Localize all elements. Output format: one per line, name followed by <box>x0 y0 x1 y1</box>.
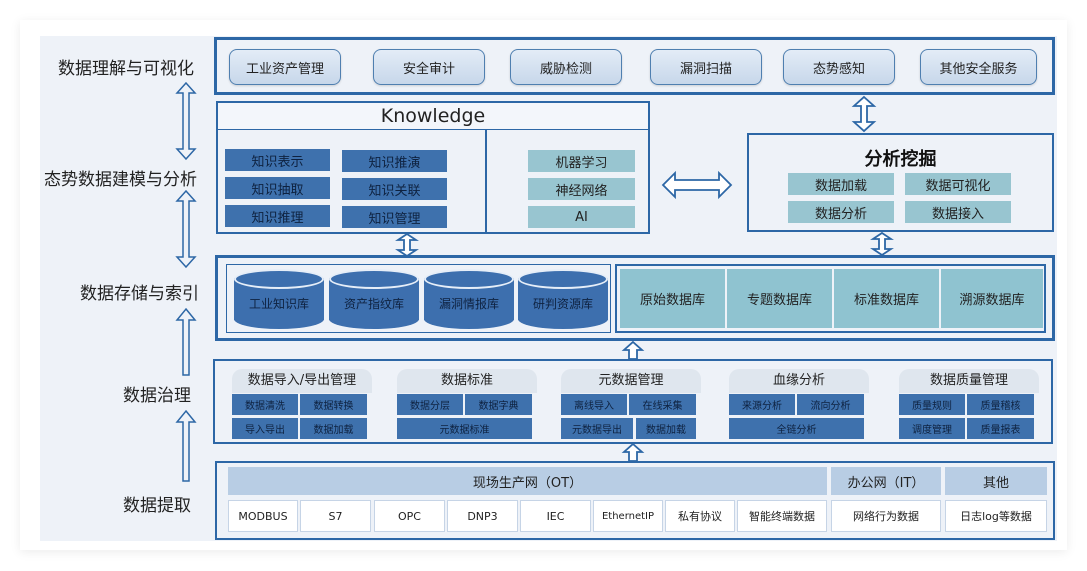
knowledge-item: 知识关联 <box>342 178 447 200</box>
mining-item: 数据可视化 <box>905 173 1011 195</box>
database-cylinder: 工业知识库 <box>234 269 324 329</box>
knowledge-item: 知识表示 <box>225 149 330 171</box>
double-arrow-icon <box>870 231 894 257</box>
databases-group: 原始数据库 专题数据库 标准数据库 溯源数据库 <box>615 264 1046 333</box>
governance-item: 导入导出 <box>232 418 298 439</box>
ai-item: 神经网络 <box>528 178 635 200</box>
governance-item: 质量报表 <box>967 418 1034 439</box>
service-vuln-scan[interactable]: 漏洞扫描 <box>650 49 762 85</box>
ai-item: 机器学习 <box>528 150 635 172</box>
governance-item: 质量规则 <box>899 394 965 415</box>
knowledge-item: 知识抽取 <box>225 177 330 199</box>
ai-item: AI <box>528 206 635 228</box>
governance-group-title: 血缘分析 <box>729 369 869 393</box>
other-network-header: 其他 <box>945 467 1047 495</box>
service-situation-awareness[interactable]: 态势感知 <box>783 49 895 85</box>
up-arrow-icon <box>621 442 645 462</box>
service-security-audit[interactable]: 安全审计 <box>373 49 485 85</box>
protocol-item: DNP3 <box>447 500 518 532</box>
analysis-mining-box: 分析挖掘 数据加载 数据可视化 数据分析 数据接入 <box>747 133 1054 232</box>
layer-label-modeling: 态势数据建模与分析 <box>44 170 197 190</box>
cylinder-label: 漏洞情报库 <box>438 297 499 311</box>
double-arrow-icon <box>175 189 197 269</box>
it-item: 网络行为数据 <box>831 500 941 532</box>
protocol-item: 私有协议 <box>665 500 735 532</box>
governance-group: 数据导入/导出管理 数据清洗 数据转换 导入导出 数据加载 <box>232 369 372 441</box>
governance-item: 流向分析 <box>797 394 864 415</box>
other-item: 日志log等数据 <box>945 500 1047 532</box>
cylinder-label: 资产指纹库 <box>343 297 404 311</box>
double-arrow-icon <box>395 232 419 258</box>
protocol-item: IEC <box>520 500 591 532</box>
service-other[interactable]: 其他安全服务 <box>920 49 1037 85</box>
governance-item: 数据加载 <box>636 418 696 439</box>
governance-item: 元数据导出 <box>561 418 633 439</box>
governance-item: 质量稽核 <box>967 394 1034 415</box>
mining-item: 数据接入 <box>905 201 1011 223</box>
layer-label-storage: 数据存储与索引 <box>80 284 199 304</box>
database-cell: 溯源数据库 <box>941 269 1043 328</box>
up-arrow-icon <box>175 307 197 376</box>
double-arrow-icon <box>851 95 877 133</box>
governance-group: 元数据管理 离线导入 在线采集 元数据导出 数据加载 <box>561 369 701 441</box>
governance-item: 数据转换 <box>300 394 367 415</box>
extraction-frame: 现场生产网（OT） 办公网（IT） 其他 MODBUS S7 OPC DNP3 … <box>215 461 1055 540</box>
database-cell: 专题数据库 <box>727 269 834 328</box>
governance-item: 数据清洗 <box>232 394 298 415</box>
protocol-item: MODBUS <box>228 500 298 532</box>
governance-item: 离线导入 <box>561 394 627 415</box>
governance-group-title: 数据标准 <box>397 369 537 393</box>
layer-label-visualization: 数据理解与可视化 <box>58 59 194 79</box>
mining-title: 分析挖掘 <box>864 149 937 170</box>
layer-label-extraction: 数据提取 <box>123 496 191 516</box>
governance-group: 数据质量管理 质量规则 质量稽核 调度管理 质量报表 <box>899 369 1039 441</box>
governance-frame: 数据导入/导出管理 数据清洗 数据转换 导入导出 数据加载 数据标准 数据分层 … <box>213 359 1053 444</box>
cylinder-label: 研判资源库 <box>532 297 593 311</box>
knowledge-title: Knowledge <box>218 103 648 130</box>
service-threat-detection[interactable]: 威胁检测 <box>510 49 622 85</box>
database-cell: 原始数据库 <box>620 269 727 328</box>
knowledge-box: Knowledge 知识表示 知识抽取 知识推理 知识推演 知识关联 知识管理 … <box>216 101 650 234</box>
governance-item: 来源分析 <box>729 394 795 415</box>
governance-group-title: 元数据管理 <box>561 369 701 393</box>
knowledge-item: 知识推理 <box>225 205 330 227</box>
mining-item: 数据分析 <box>788 201 894 223</box>
governance-group: 数据标准 数据分层 数据字典 元数据标准 <box>397 369 537 441</box>
it-network-header: 办公网（IT） <box>831 467 941 495</box>
up-arrow-icon <box>175 409 197 482</box>
layer-label-governance: 数据治理 <box>123 386 191 406</box>
protocol-item: S7 <box>300 500 371 532</box>
governance-item: 数据字典 <box>465 394 532 415</box>
storage-frame: 工业知识库 资产指纹库 漏洞情报库 研判资源库 原始数据库 专题数据库 标准数据… <box>215 255 1055 341</box>
governance-item: 元数据标准 <box>397 418 532 439</box>
mining-item: 数据加载 <box>788 173 894 195</box>
governance-item: 在线采集 <box>629 394 696 415</box>
governance-item: 调度管理 <box>899 418 965 439</box>
cylinder-label: 工业知识库 <box>248 297 309 311</box>
governance-group-title: 数据质量管理 <box>899 369 1039 393</box>
governance-item: 全链分析 <box>729 418 864 439</box>
database-cylinder: 资产指纹库 <box>329 269 419 329</box>
ot-network-header: 现场生产网（OT） <box>228 467 827 495</box>
services-frame: 工业资产管理 安全审计 威胁检测 漏洞扫描 态势感知 其他安全服务 <box>214 37 1055 95</box>
horizontal-double-arrow-icon <box>661 170 733 200</box>
up-arrow-icon <box>621 340 645 360</box>
governance-item: 数据加载 <box>300 418 367 439</box>
double-arrow-icon <box>175 81 197 161</box>
knowledge-divider <box>485 130 487 232</box>
protocol-item: EthernetIP <box>593 500 663 532</box>
database-cylinder: 漏洞情报库 <box>424 269 514 329</box>
governance-group-title: 数据导入/导出管理 <box>232 369 372 393</box>
database-cylinder: 研判资源库 <box>518 269 608 329</box>
knowledge-bases-group: 工业知识库 资产指纹库 漏洞情报库 研判资源库 <box>226 264 611 333</box>
governance-group: 血缘分析 来源分析 流向分析 全链分析 <box>729 369 869 441</box>
protocol-item: OPC <box>374 500 445 532</box>
database-cell: 标准数据库 <box>834 269 941 328</box>
service-asset-management[interactable]: 工业资产管理 <box>229 49 341 85</box>
knowledge-item: 知识管理 <box>342 206 447 228</box>
governance-item: 数据分层 <box>397 394 463 415</box>
knowledge-item: 知识推演 <box>342 150 447 172</box>
protocol-item: 智能终端数据 <box>737 500 827 532</box>
